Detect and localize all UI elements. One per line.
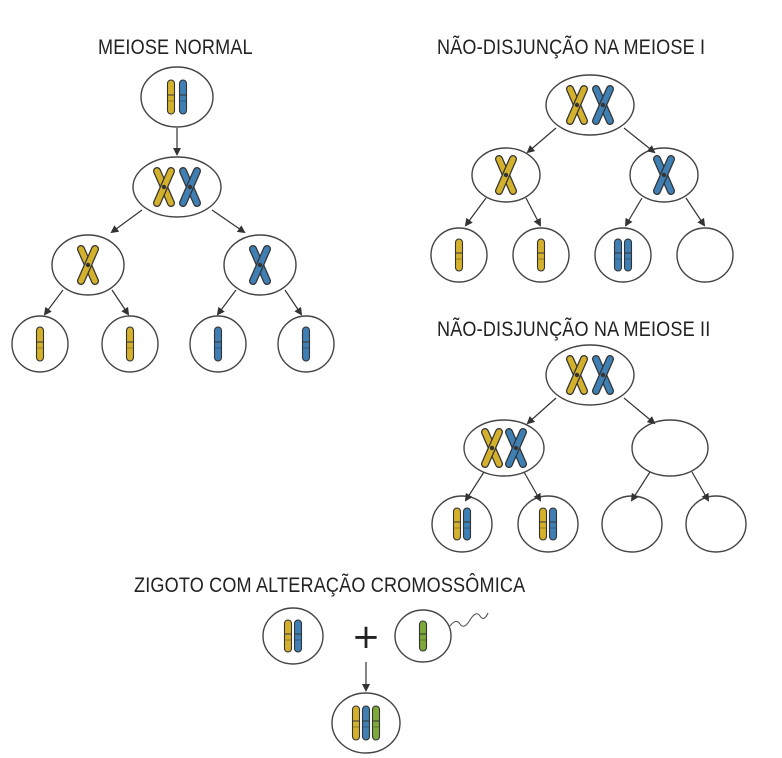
arrow <box>216 289 237 316</box>
arrow <box>525 197 541 227</box>
chromosome-rod <box>166 79 176 115</box>
cell-nd2-gamete-1 <box>431 495 493 553</box>
cell-normal-division-2-left <box>51 234 125 296</box>
chromosome-rod <box>548 507 558 541</box>
cell-nd2-gamete-3 <box>601 495 663 553</box>
cell-nd2-gamete-4 <box>685 495 747 553</box>
arrow <box>110 209 143 234</box>
chromosome-rod <box>293 619 303 653</box>
cell-normal-gamete-3 <box>189 315 247 373</box>
cell-membrane <box>431 495 493 553</box>
chromosome-rod <box>536 238 546 272</box>
cell-membrane <box>132 156 222 218</box>
arrow <box>624 197 643 227</box>
arrow <box>630 471 651 502</box>
centromere <box>503 172 509 178</box>
centromere <box>161 184 167 190</box>
cell-membrane <box>594 227 652 283</box>
cell-membrane <box>140 66 214 128</box>
chromosome-rod <box>418 620 428 652</box>
chromosome-rod <box>454 238 464 272</box>
cell-normal-division-2-right <box>223 234 297 296</box>
cell-nd2-division-2-right <box>631 419 709 477</box>
cell-zygote-sperm-head <box>394 609 452 663</box>
centromere <box>489 445 495 451</box>
cell-zygote-gamete <box>262 607 324 665</box>
title-nao-disjuncao-meiose-1: NÃO-DISJUNÇÃO NA MEIOSE I <box>437 36 706 59</box>
chromosome-rod <box>462 507 472 541</box>
cell-nd1-gamete-1 <box>430 227 488 283</box>
centromere <box>187 184 193 190</box>
cell-membrane <box>676 227 734 283</box>
arrow <box>685 197 706 227</box>
cell-nd1-gamete-4 <box>676 227 734 283</box>
chromosome-rod <box>538 507 548 541</box>
arrow <box>623 127 656 154</box>
cell-membrane <box>601 495 663 553</box>
centromere <box>85 262 91 268</box>
arrow <box>464 471 485 502</box>
cell-membrane <box>631 419 709 477</box>
arrow <box>523 471 541 502</box>
chromosome-rod <box>371 705 381 741</box>
cell-membrane <box>262 607 324 665</box>
centromere <box>600 102 606 108</box>
cell-nd2-initial <box>545 344 635 406</box>
sperm-icon <box>449 612 489 627</box>
arrow <box>284 289 303 316</box>
chromosome-rod <box>125 326 135 362</box>
chromosome-rod <box>301 326 311 362</box>
chromosome-rod <box>623 238 633 272</box>
arrow <box>111 289 130 316</box>
cell-nd2-division-2-left <box>463 419 545 477</box>
arrow <box>623 397 656 425</box>
arrow <box>526 127 557 154</box>
centromere <box>513 445 519 451</box>
cell-nd1-initial <box>545 74 635 136</box>
chromosome-rod <box>283 619 293 653</box>
cell-membrane <box>463 419 545 477</box>
arrow <box>43 289 64 316</box>
cell-normal-gamete-2 <box>101 315 159 373</box>
centromere <box>574 102 580 108</box>
centromere <box>574 372 580 378</box>
chromosome-rod <box>178 79 188 115</box>
centromere <box>661 172 667 178</box>
chromosome-rod <box>361 705 371 741</box>
cell-normal-gamete-4 <box>277 315 335 373</box>
cell-normal-gamete-1 <box>11 315 69 373</box>
arrow <box>211 209 246 234</box>
chromosome-rod <box>213 326 223 362</box>
cell-membrane <box>517 495 579 553</box>
title-zigoto: ZIGOTO COM ALTERAÇÃO CROMOSSÔMICA <box>134 574 526 597</box>
chromosome-rod <box>35 326 45 362</box>
cell-membrane <box>545 74 635 136</box>
chromosome-rod <box>452 507 462 541</box>
cell-nd1-gamete-3 <box>594 227 652 283</box>
centromere <box>257 262 263 268</box>
cell-normal-division-1 <box>132 156 222 218</box>
plus-sign: + <box>352 617 381 657</box>
title-meiose-normal: MEIOSE NORMAL <box>98 36 253 59</box>
arrow <box>526 397 557 425</box>
cell-nd1-division-2-left <box>471 147 541 203</box>
cell-nd1-gamete-2 <box>512 227 570 283</box>
cell-zygote-result <box>331 692 401 754</box>
arrow <box>691 471 709 502</box>
arrow <box>464 197 487 227</box>
chromosome-rod <box>351 705 361 741</box>
cell-membrane <box>685 495 747 553</box>
centromere <box>600 372 606 378</box>
cell-nd2-gamete-2 <box>517 495 579 553</box>
chromosome-rod <box>613 238 623 272</box>
cell-nd1-division-2-right <box>629 147 699 203</box>
cell-membrane <box>545 344 635 406</box>
cell-normal-initial <box>140 66 214 128</box>
title-nao-disjuncao-meiose-2: NÃO-DISJUNÇÃO NA MEIOSE II <box>437 318 711 341</box>
